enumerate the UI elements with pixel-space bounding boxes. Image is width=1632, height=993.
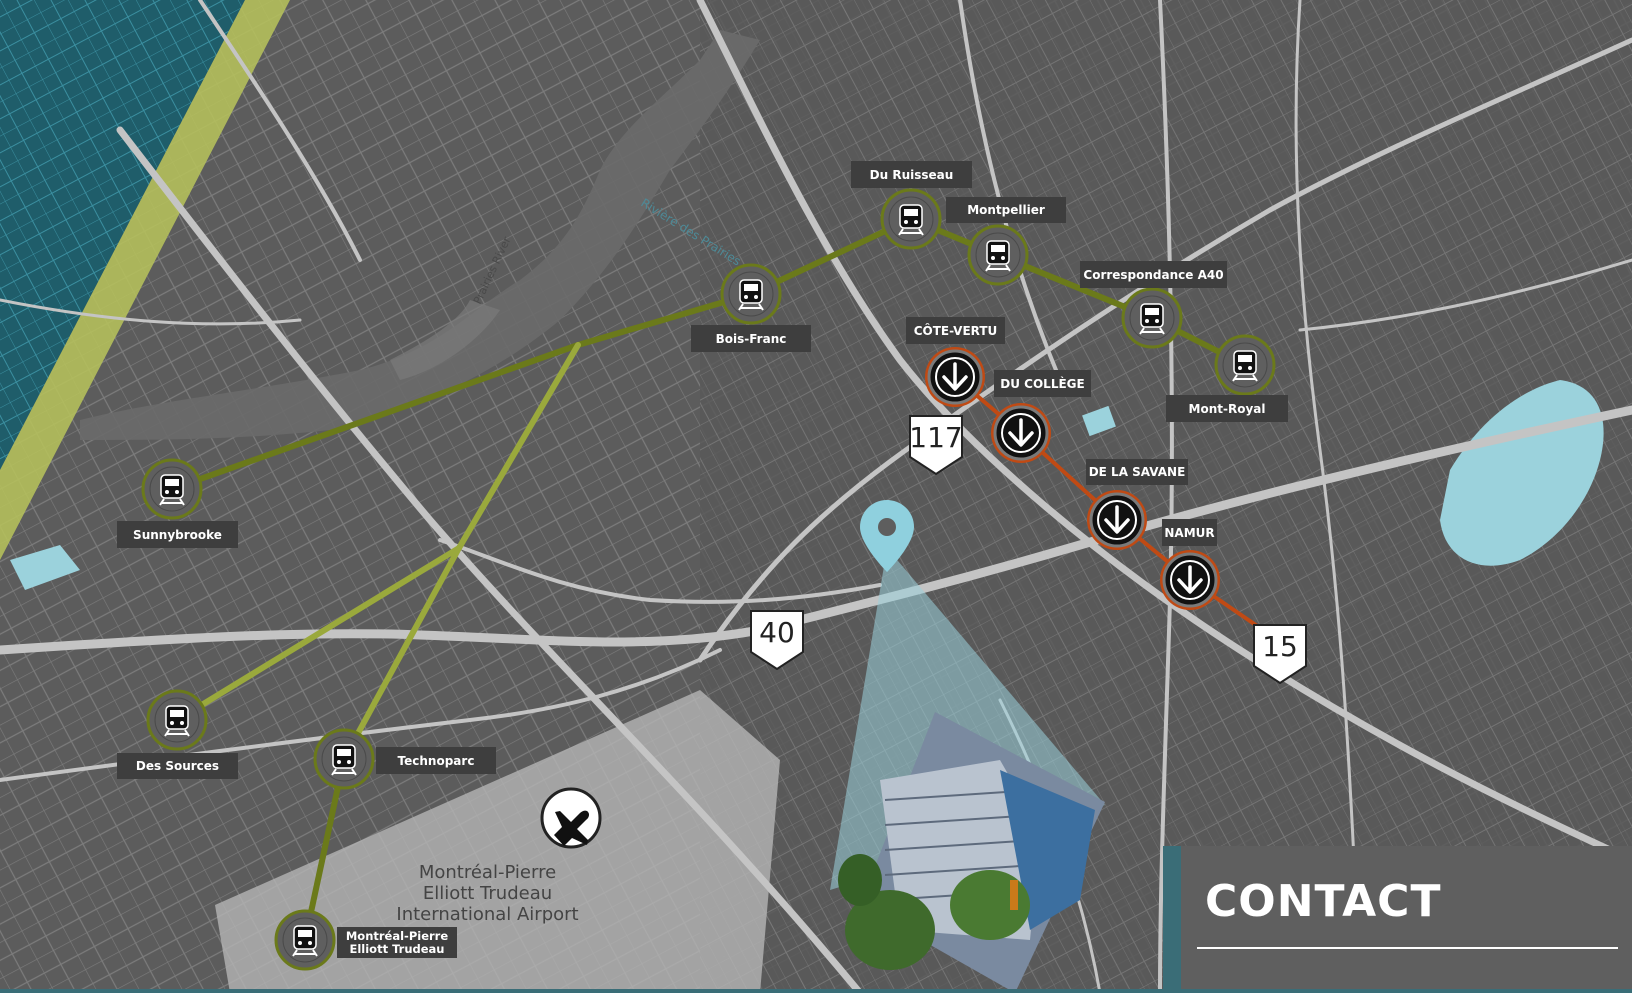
contact-divider	[1197, 947, 1618, 949]
train-station-technoparc[interactable]	[313, 728, 375, 790]
train-icon	[898, 204, 924, 236]
train-icon	[1139, 303, 1165, 335]
highway-117-shield: 117	[909, 415, 963, 475]
metro-arrow-icon	[1104, 505, 1130, 534]
train-icon	[292, 925, 318, 957]
airplane-icon[interactable]	[540, 787, 602, 849]
location-pin-icon[interactable]	[860, 500, 914, 572]
train-station-yul[interactable]	[274, 909, 336, 971]
train-station-sunnybrooke[interactable]	[141, 458, 203, 520]
train-station-du-ruisseau[interactable]	[880, 188, 942, 250]
metro-station-namur[interactable]	[1160, 550, 1220, 610]
station-label-mont-royal[interactable]: Mont-Royal	[1166, 395, 1288, 422]
highway-15-label: 15	[1262, 630, 1298, 663]
train-icon	[164, 705, 190, 737]
train-icon	[159, 474, 185, 506]
train-station-montpellier[interactable]	[967, 224, 1029, 286]
train-station-bois-franc[interactable]	[720, 263, 782, 325]
highway-40-label: 40	[759, 616, 795, 649]
metro-station-cote-vertu[interactable]	[925, 347, 985, 407]
metro-label-de-la-savane[interactable]: DE LA SAVANE	[1086, 459, 1188, 485]
contact-panel[interactable]: CONTACT	[1163, 846, 1632, 993]
train-station-des-sources[interactable]	[146, 689, 208, 751]
metro-arrow-icon	[1177, 565, 1203, 594]
airport-grounds	[215, 690, 780, 993]
highway-117-label: 117	[909, 421, 963, 454]
metro-arrow-icon	[1008, 418, 1034, 447]
bottom-strip	[0, 989, 1632, 993]
highway-15-shield: 15	[1253, 624, 1307, 684]
building-photo[interactable]	[838, 712, 1105, 993]
highlight-band-yellow	[0, 0, 290, 560]
contact-title[interactable]: CONTACT	[1205, 876, 1442, 927]
station-label-correspondance-a40[interactable]: Correspondance A40	[1080, 261, 1227, 288]
station-label-technoparc[interactable]: Technoparc	[376, 747, 496, 774]
station-label-des-sources[interactable]: Des Sources	[117, 753, 238, 779]
train-icon	[738, 279, 764, 311]
station-label-bois-franc[interactable]: Bois-Franc	[691, 325, 811, 352]
metro-station-du-college[interactable]	[991, 403, 1051, 463]
airport-name: Montréal-Pierre Elliott Trudeau Internat…	[396, 862, 579, 925]
train-station-correspondance-a40[interactable]	[1121, 287, 1183, 349]
train-icon	[985, 240, 1011, 272]
station-label-du-ruisseau[interactable]: Du Ruisseau	[851, 161, 972, 188]
metro-station-de-la-savane[interactable]	[1087, 490, 1147, 550]
train-station-mont-royal[interactable]	[1214, 334, 1276, 396]
metro-label-namur[interactable]: NAMUR	[1162, 519, 1217, 546]
contact-accent-bar	[1163, 846, 1181, 993]
highway-40-shield: 40	[750, 610, 804, 670]
train-icon	[1232, 350, 1258, 382]
metro-arrow-icon	[942, 362, 968, 391]
metro-label-cote-vertu[interactable]: CÔTE-VERTU	[906, 317, 1005, 344]
train-icon	[331, 744, 357, 776]
station-label-sunnybrooke[interactable]: Sunnybrooke	[117, 521, 238, 548]
metro-label-du-college[interactable]: DU COLLÈGE	[994, 370, 1091, 397]
station-label-montpellier[interactable]: Montpellier	[946, 197, 1066, 223]
station-label-yul[interactable]: Montréal-Pierre Elliott Trudeau	[337, 927, 457, 958]
